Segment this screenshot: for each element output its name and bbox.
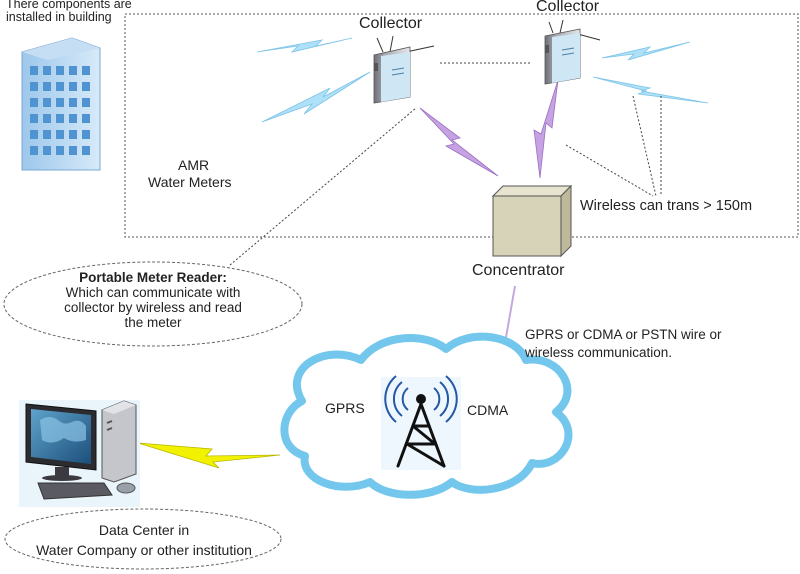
datacenter-text: Data Center in Water Company or other in… [10, 520, 278, 560]
building-boundary [124, 13, 799, 238]
wireless-leaders [565, 95, 662, 197]
comm-note: GPRS or CDMA or PSTN wire or wireless co… [525, 326, 722, 362]
meter-wireless-bolts [256, 37, 709, 123]
datacenter-line-1: Data Center in [98, 522, 190, 538]
meters-line-1: AMR [178, 157, 210, 173]
datacenter-link-bolt [137, 442, 281, 469]
building-note-line-1: There components are [6, 0, 132, 11]
reader-callout [3, 261, 303, 347]
cloud-label-gprs: GPRS [325, 400, 365, 416]
reader-line-1: Which can communicate with [65, 285, 241, 300]
comm-note-line-1: GPRS or CDMA or PSTN wire or [525, 327, 722, 342]
meters-line-2: Water Meters [148, 174, 232, 190]
comm-note-line-2: wireless communication. [525, 345, 673, 360]
collector-device-2 [544, 19, 601, 85]
collector-device-1 [373, 35, 435, 104]
meters-label: AMR Water Meters [148, 157, 232, 191]
reader-leader [229, 107, 417, 266]
building-note: There components are installed in buildi… [6, 0, 132, 24]
concentrator-label: Concentrator [472, 262, 565, 279]
collector-label-1: Collector [359, 15, 423, 32]
datacenter-line-2: Water Company or other institution [36, 542, 252, 558]
wireless-note: Wireless can trans > 150m [580, 198, 753, 214]
reader-text: Portable Meter Reader: Which can communi… [30, 270, 276, 330]
concentrator-box [491, 184, 573, 258]
building-icon [21, 37, 101, 171]
reader-line-2: collector by wireless and read [64, 300, 242, 315]
datacenter-callout [4, 508, 282, 570]
computer-icon [19, 400, 140, 507]
antenna-tower-icon [381, 375, 461, 470]
cloud-label-cdma: CDMA [467, 402, 509, 418]
reader-title: Portable Meter Reader: [79, 270, 227, 285]
collector-label-2: Collector [536, 0, 600, 15]
building-note-line-2: installed in building [6, 10, 112, 24]
uplink-bolts [419, 79, 559, 179]
reader-line-3: the meter [124, 315, 182, 330]
